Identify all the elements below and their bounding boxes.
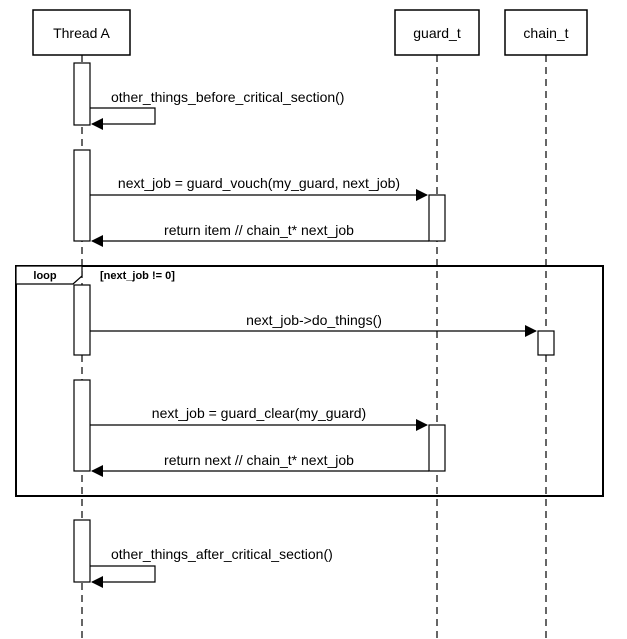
participant-chain: chain_t <box>504 9 588 56</box>
loop-frame: loop [next_job != 0] <box>15 265 604 497</box>
participant-thread-a: Thread A <box>32 9 131 56</box>
participant-thread-a-label: Thread A <box>53 25 110 41</box>
activation-guard-2 <box>428 424 446 472</box>
message-after-label: other_things_after_critical_section() <box>111 546 333 562</box>
message-return-next-label: return next // chain_t* next_job <box>164 452 354 468</box>
participant-guard-label: guard_t <box>413 25 461 41</box>
activation-thread-a-3 <box>73 284 91 356</box>
activation-thread-a-5 <box>73 519 91 583</box>
participant-chain-label: chain_t <box>523 25 568 41</box>
activation-thread-a-1 <box>73 62 91 126</box>
activation-thread-a-2 <box>73 149 91 242</box>
self-call-after-arrow <box>90 565 156 588</box>
loop-label: loop <box>33 270 56 282</box>
message-return-item-label: return item // chain_t* next_job <box>164 222 354 238</box>
activation-chain-1 <box>537 330 555 356</box>
message-clear-label: next_job = guard_clear(my_guard) <box>152 405 366 421</box>
activation-thread-a-4 <box>73 379 91 472</box>
participant-guard: guard_t <box>394 9 480 56</box>
message-do-things-label: next_job->do_things() <box>246 312 382 328</box>
message-vouch-label: next_job = guard_vouch(my_guard, next_jo… <box>118 175 400 191</box>
message-before-label: other_things_before_critical_section() <box>111 89 344 105</box>
self-call-before-arrow <box>90 107 156 130</box>
loop-condition: [next_job != 0] <box>100 270 175 282</box>
activation-guard-1 <box>428 194 446 242</box>
